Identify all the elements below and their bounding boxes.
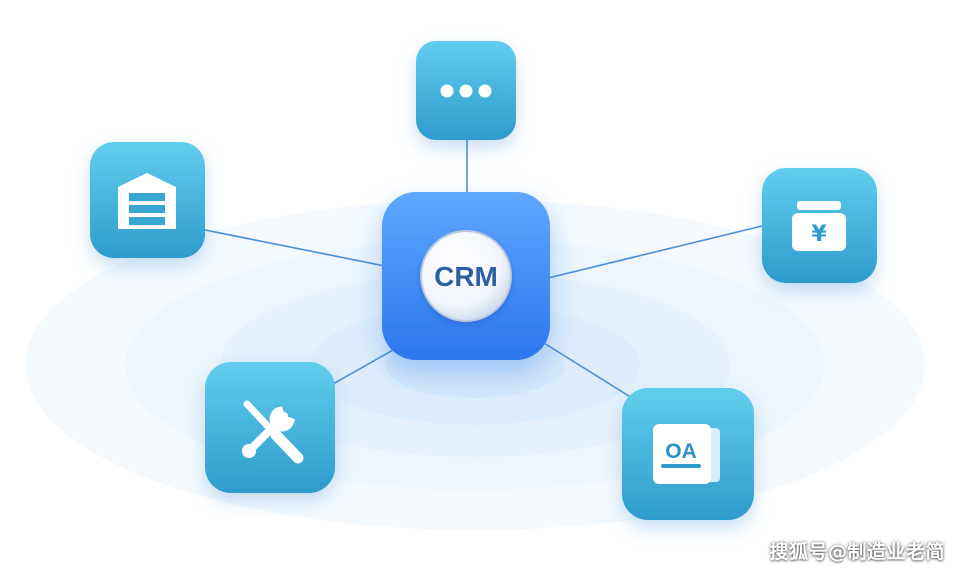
connector-warehouse [204,229,386,267]
crm-label: CRM [434,261,498,292]
connector-finance [547,225,763,279]
yuan-symbol: ¥ [811,222,827,247]
more-dots-icon [440,84,492,98]
connector-tools [332,349,394,385]
money-bag-yuan-icon [792,201,846,251]
oa-label: OA [665,440,697,463]
watermark: 搜狐号@制造业老简 [769,541,945,563]
oa-document-icon [653,424,720,484]
connector-lines [204,140,763,399]
wrench-screwdriver-icon [242,400,304,464]
connector-oa [543,342,633,399]
warehouse-icon [118,173,176,229]
crm-disc [420,230,512,322]
